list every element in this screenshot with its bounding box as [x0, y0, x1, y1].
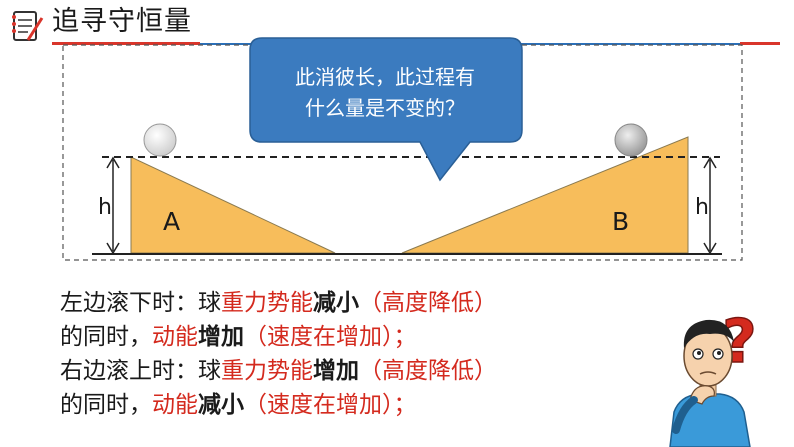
text-line-2: 的同时，动能增加（速度在增加）；: [60, 324, 417, 350]
ramp-a-label: A: [163, 207, 181, 236]
notebook-pen-icon: [12, 11, 44, 41]
page-title: 追寻守恒量: [52, 6, 192, 37]
ball-right: [614, 123, 648, 157]
ramp-a: [130, 156, 336, 254]
explanation-text: 左边滚下时：球重力势能减小（高度降低） 的同时，动能增加（速度在增加）； 右边滚…: [60, 286, 660, 422]
text-line-1: 左边滚下时：球重力势能减小（高度降低）: [60, 290, 497, 316]
text-line-4: 的同时，动能减小（速度在增加）；: [60, 392, 417, 418]
ball-left: [143, 123, 177, 157]
title-underline: [52, 42, 200, 45]
thinking-person-question-icon: ?: [669, 306, 758, 447]
speech-bubble-text: 此消彼长，此过程有 什么量是不变的？: [250, 62, 520, 124]
header-divider-accent: [740, 42, 780, 45]
height-label-left: h: [98, 195, 112, 220]
bubble-line-2: 什么量是不变的？: [305, 96, 465, 120]
text-line-3: 右边滚上时：球重力势能增加（高度降低）: [60, 358, 497, 384]
height-label-right: h: [695, 195, 709, 220]
ramp-b-label: B: [612, 207, 630, 236]
bubble-line-1: 此消彼长，此过程有: [295, 65, 475, 89]
diagram-frame: [62, 44, 743, 261]
speech-bubble: [249, 37, 523, 182]
